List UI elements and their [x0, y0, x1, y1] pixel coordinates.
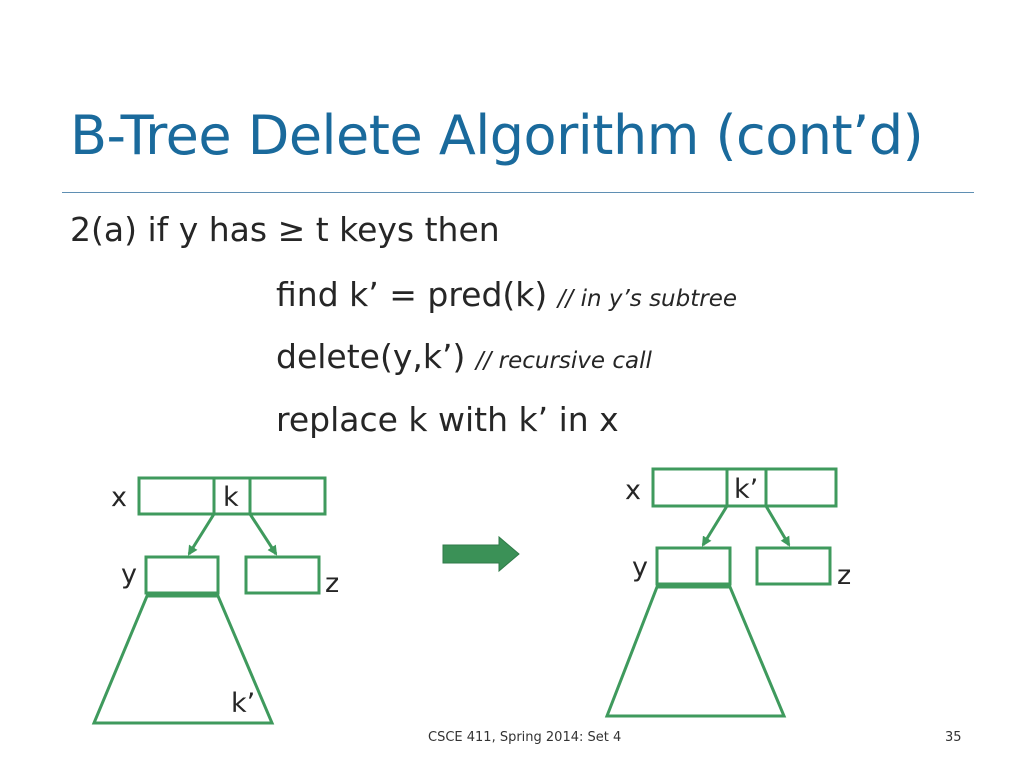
before-k-label: k [223, 482, 239, 513]
after-node-x [651, 467, 838, 508]
algorithm-line-2: find k’ = pred(k) // in y’s subtree [276, 275, 737, 314]
after-node-z [755, 546, 832, 586]
line-2-code: find k’ = pred(k) [276, 275, 558, 314]
after-z-label: z [837, 560, 851, 591]
before-pointer-y [187, 513, 216, 556]
right-arrow-icon [442, 535, 520, 573]
before-x-label: x [111, 482, 127, 513]
before-z-label: z [325, 568, 339, 599]
title-divider [62, 192, 974, 193]
line-4-code: replace k with k’ in x [276, 400, 619, 439]
algorithm-line-1: 2(a) if y has ≥ t keys then [70, 210, 500, 249]
after-node-y [655, 546, 732, 586]
footer-course: CSCE 411, Spring 2014: Set 4 [428, 730, 622, 745]
before-tree: x k y z k’ [91, 476, 339, 725]
after-tree: x k’ y z [604, 467, 851, 718]
algorithm-line-4: replace k with k’ in x [276, 400, 619, 439]
before-pred-label: k’ [231, 688, 255, 719]
after-pointer-y [701, 505, 729, 547]
algorithm-line-3: delete(y,k’) // recursive call [276, 337, 652, 376]
after-k-prime-label: k’ [734, 474, 758, 505]
line-2-comment: // in y’s subtree [557, 286, 738, 312]
before-subtree-y [91, 594, 275, 725]
slide-number: 35 [945, 730, 962, 745]
before-node-x [137, 476, 327, 516]
after-x-label: x [625, 475, 641, 506]
line-3-comment: // recursive call [475, 348, 652, 374]
before-node-y [144, 555, 220, 595]
after-subtree-y [604, 585, 787, 718]
after-y-label: y [632, 552, 648, 583]
line-3-code: delete(y,k’) [276, 337, 476, 376]
before-pointer-z [248, 513, 278, 556]
before-y-label: y [121, 559, 137, 590]
before-node-z [244, 555, 321, 595]
line-1-code: 2(a) if y has ≥ t keys then [70, 210, 500, 249]
slide-title: B-Tree Delete Algorithm (cont’d) [70, 104, 924, 167]
after-pointer-z [764, 505, 791, 547]
